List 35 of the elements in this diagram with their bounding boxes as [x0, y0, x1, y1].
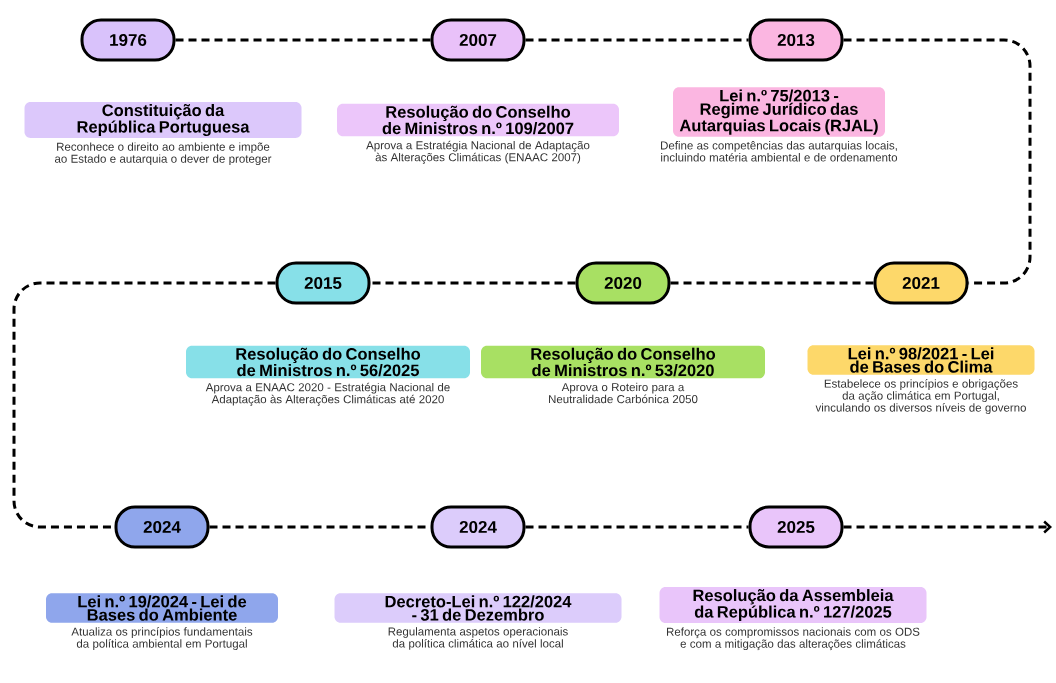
- description-text: Aprova a Estratégia Nacional de Adaptação às Alterações Climáticas (ENAAC 2007): [366, 140, 590, 164]
- timeline-connector: [843, 520, 1053, 534]
- title-box: Lei n.º 19/2024 - Lei de Bases do Ambiente: [46, 593, 278, 623]
- title-box: Resolução do Conselho de Ministros n.º 56/2025: [186, 345, 470, 379]
- description-text: Reconhece o direito ao ambiente e impõe ao Estado e autarquia o dever de proteger: [54, 142, 272, 166]
- description-text: Define as competências das autarquias locais, incluindo matéria ambiental e de ordenamento: [661, 141, 898, 162]
- timeline-connector: [370, 281, 576, 285]
- year-pill: 2007: [430, 18, 526, 62]
- year-pill: 2025: [748, 505, 844, 549]
- year-pill: 2024: [430, 505, 526, 549]
- description-text: Reforça os compromissos nacionais com os ODS e com a mitigação das alterações climáticas: [667, 627, 920, 651]
- timeline-connector: [175, 38, 431, 42]
- timeline-connector: [525, 38, 749, 42]
- title-box: Lei n.º 98/2021 - Lei de Bases do Clima: [807, 345, 1035, 375]
- title-box: Lei n.º 75/2013 - Regime Jurídico das Autarquias Locais (RJAL): [673, 87, 885, 137]
- year-pill: 2024: [114, 505, 210, 549]
- year-pill: 1976: [80, 18, 176, 62]
- year-pill: 2021: [873, 261, 969, 305]
- description-text: Aprova o Roteiro para a Neutralidade Carbónica 2050: [549, 382, 698, 404]
- title-box: Resolução do Conselho de Ministros n.º 53/2020: [481, 345, 765, 379]
- year-pill: 2020: [575, 261, 671, 305]
- title-box: Resolução da Assembleia da República n.º 127/2025: [659, 587, 927, 623]
- title-box: Decreto-Lei n.º 122/2024 - 31 de Dezembro: [334, 593, 622, 623]
- description-text: Estabelece os princípios e obrigações da ação climática em Portugal, vinculando os diversos níveis de governo: [815, 379, 1026, 414]
- description-text: Atualiza os princípios fundamentais da política ambiental em Portugal: [71, 627, 253, 650]
- timeline-connector: [670, 281, 874, 285]
- year-pill: 2013: [748, 18, 844, 62]
- description-text: Aprova a ENAAC 2020 - Estratégia Nacional de Adaptação às Alterações Climáticas até 2020: [205, 382, 450, 406]
- description-text: Regulamenta aspetos operacionais da política climática ao nível local: [388, 627, 568, 650]
- timeline-connector: [12, 281, 276, 529]
- title-box: Constituição da República Portuguesa: [24, 102, 302, 138]
- title-box: Resolução do Conselho de Ministros n.º 109/2007: [337, 103, 619, 137]
- timeline-connector: [843, 38, 1032, 285]
- timeline-connector: [525, 525, 749, 529]
- year-pill: 2015: [275, 261, 371, 305]
